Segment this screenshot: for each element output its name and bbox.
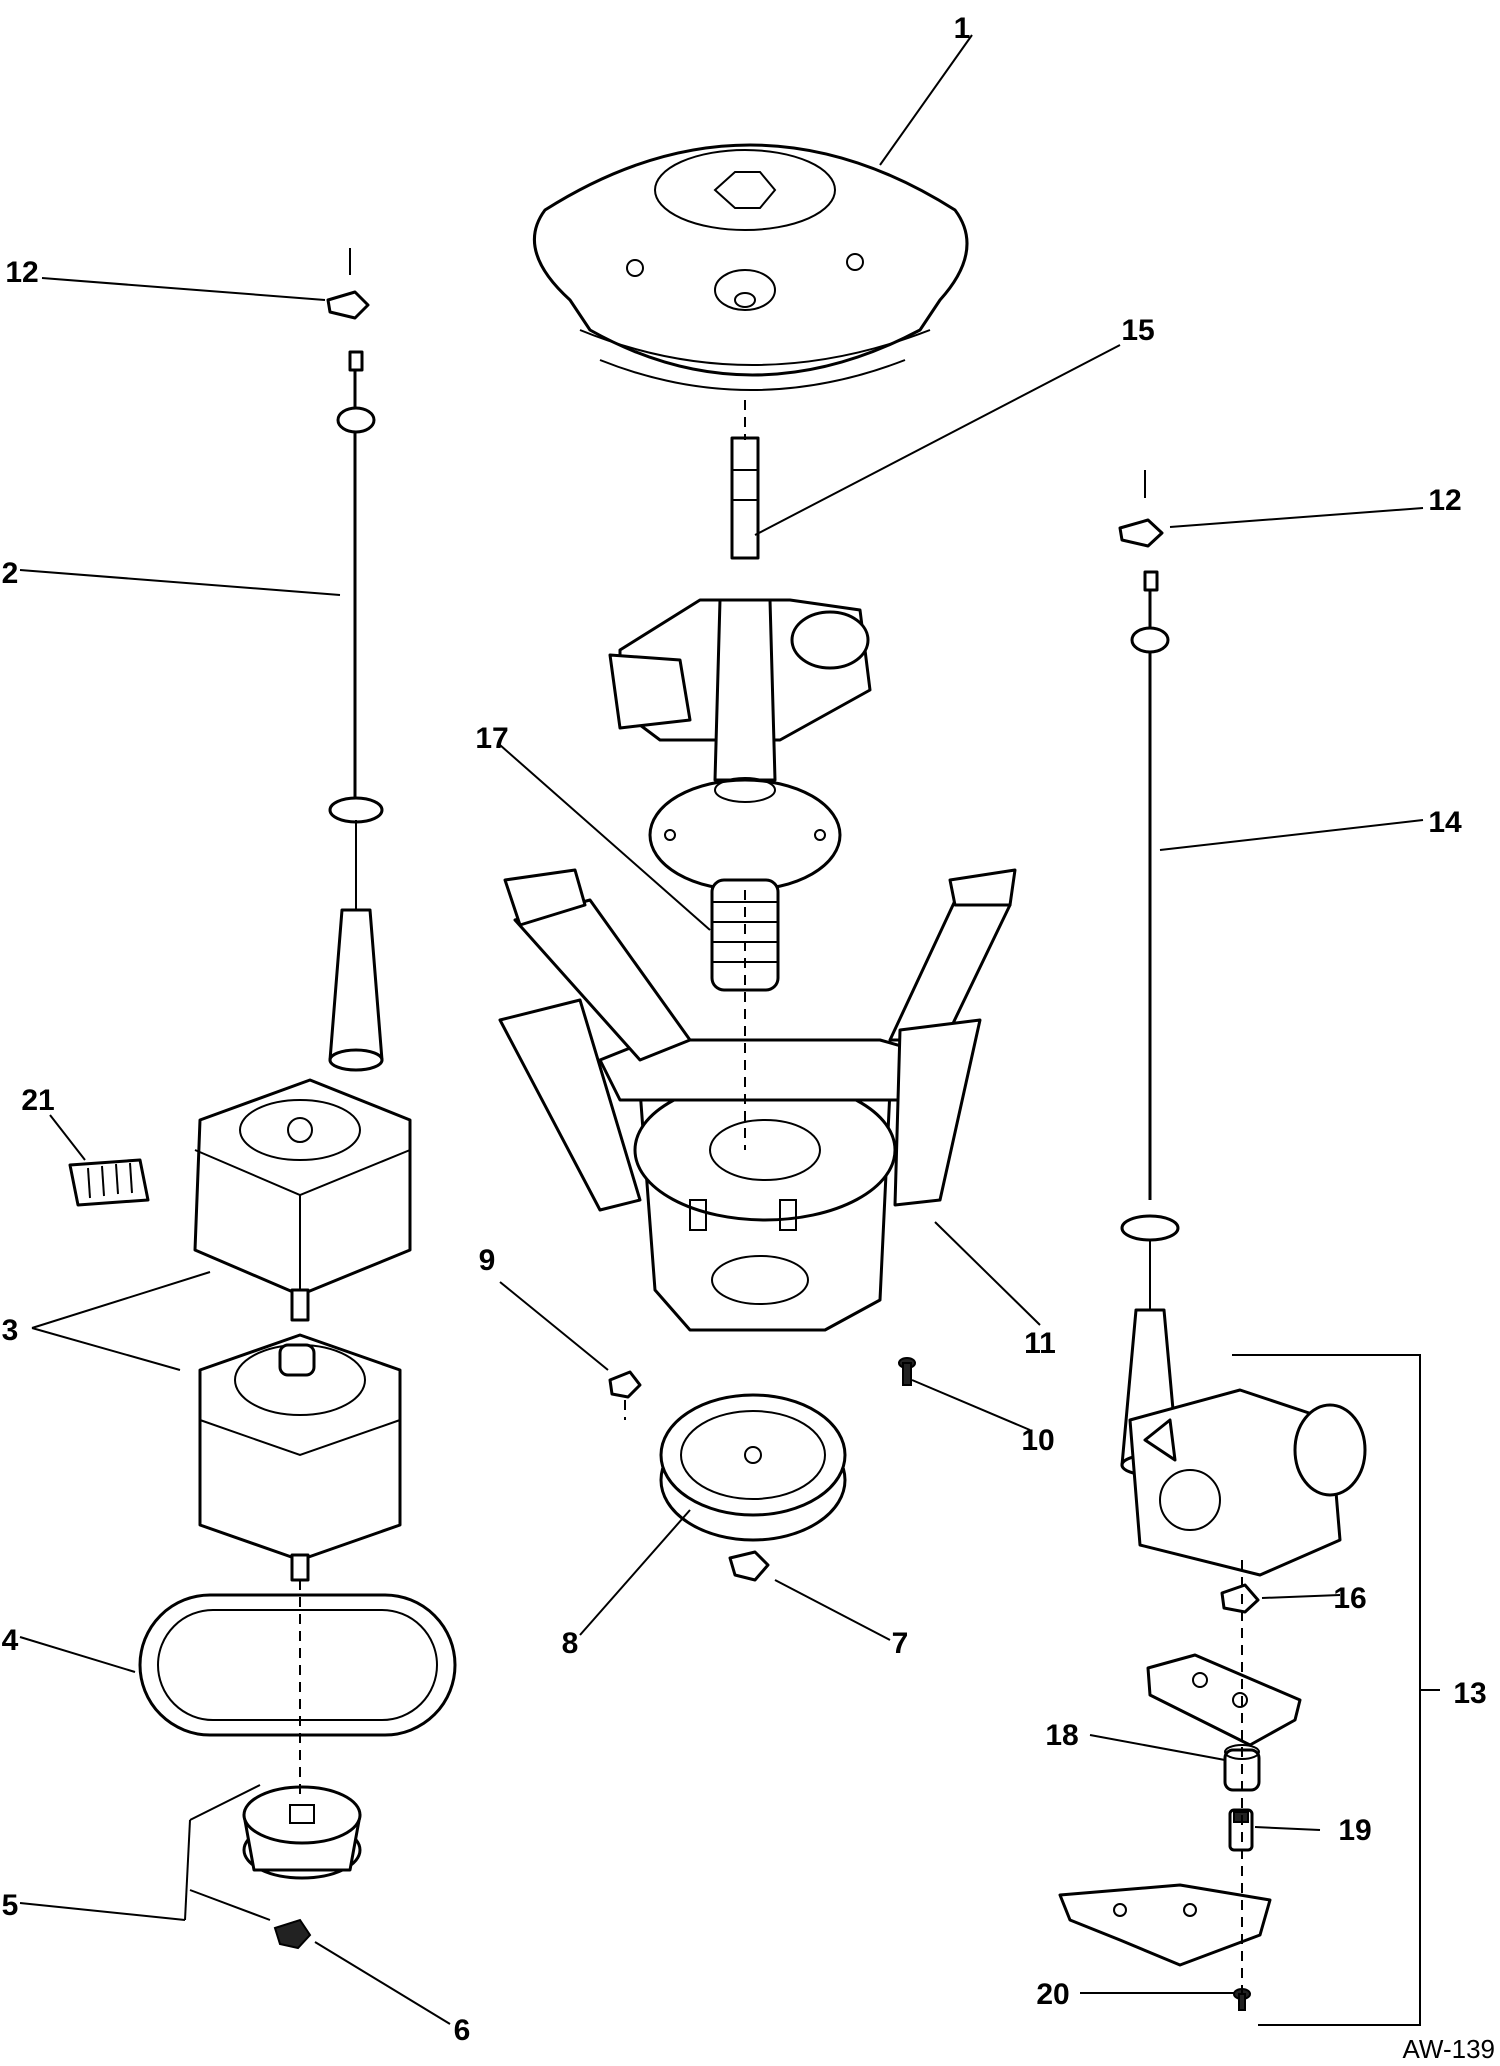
part-12-cap-right xyxy=(1118,470,1164,548)
callout-19: 19 xyxy=(1338,1814,1371,1847)
part-6-clip xyxy=(273,1918,312,1950)
part-10-bolt xyxy=(898,1357,916,1386)
part-7-nut xyxy=(728,1550,770,1582)
part-16-nut xyxy=(1220,1583,1260,1614)
part-5-motor-pulley xyxy=(242,1785,362,1880)
callout-12-left: 12 xyxy=(5,256,38,289)
part-9-nut xyxy=(608,1370,642,1399)
diagram-code: AW-139 xyxy=(1403,2034,1496,2064)
part-4-belt xyxy=(138,1593,457,1737)
callout-15: 15 xyxy=(1121,314,1154,347)
callout-2: 2 xyxy=(2,557,19,590)
pump-lower-bracket xyxy=(1058,1883,1272,1967)
callout-9: 9 xyxy=(479,1244,496,1277)
part-2-suspension-rod xyxy=(328,350,384,1072)
part-13-pump-assembly xyxy=(1128,1388,1367,1577)
callout-20: 20 xyxy=(1036,1978,1069,2011)
callout-12-right: 12 xyxy=(1428,484,1461,517)
callout-18: 18 xyxy=(1045,1719,1078,1752)
part-11-frame xyxy=(498,868,1017,1332)
callout-11: 11 xyxy=(1024,1327,1056,1360)
pump-upper-bracket xyxy=(1146,1653,1302,1747)
alignment-lines xyxy=(299,400,1243,1994)
callout-21: 21 xyxy=(21,1084,54,1117)
callout-10: 10 xyxy=(1021,1424,1054,1457)
part-3-motor xyxy=(193,1078,412,1582)
callout-1: 1 xyxy=(954,12,971,45)
callout-17: 17 xyxy=(475,722,508,755)
callout-7: 7 xyxy=(892,1627,909,1660)
callout-13: 13 xyxy=(1453,1677,1486,1710)
callout-6: 6 xyxy=(454,2014,471,2047)
callout-16: 16 xyxy=(1333,1582,1366,1615)
part-12-cap-left xyxy=(326,248,370,320)
callout-5: 5 xyxy=(2,1889,19,1922)
callout-labels: 1 2 3 4 5 6 7 8 9 10 11 12 12 13 14 15 1… xyxy=(2,12,1487,2047)
callout-3: 3 xyxy=(2,1314,19,1347)
leader-lines xyxy=(19,34,1440,2026)
part-15-transmission xyxy=(608,436,872,892)
part-8-pulley xyxy=(659,1393,847,1542)
part-14-suspension-rod xyxy=(1120,570,1180,1477)
callout-14: 14 xyxy=(1428,806,1462,839)
part-21-connector xyxy=(68,1158,150,1207)
callout-8: 8 xyxy=(562,1627,579,1660)
callout-4: 4 xyxy=(2,1624,19,1657)
part-1-cover xyxy=(532,143,969,391)
